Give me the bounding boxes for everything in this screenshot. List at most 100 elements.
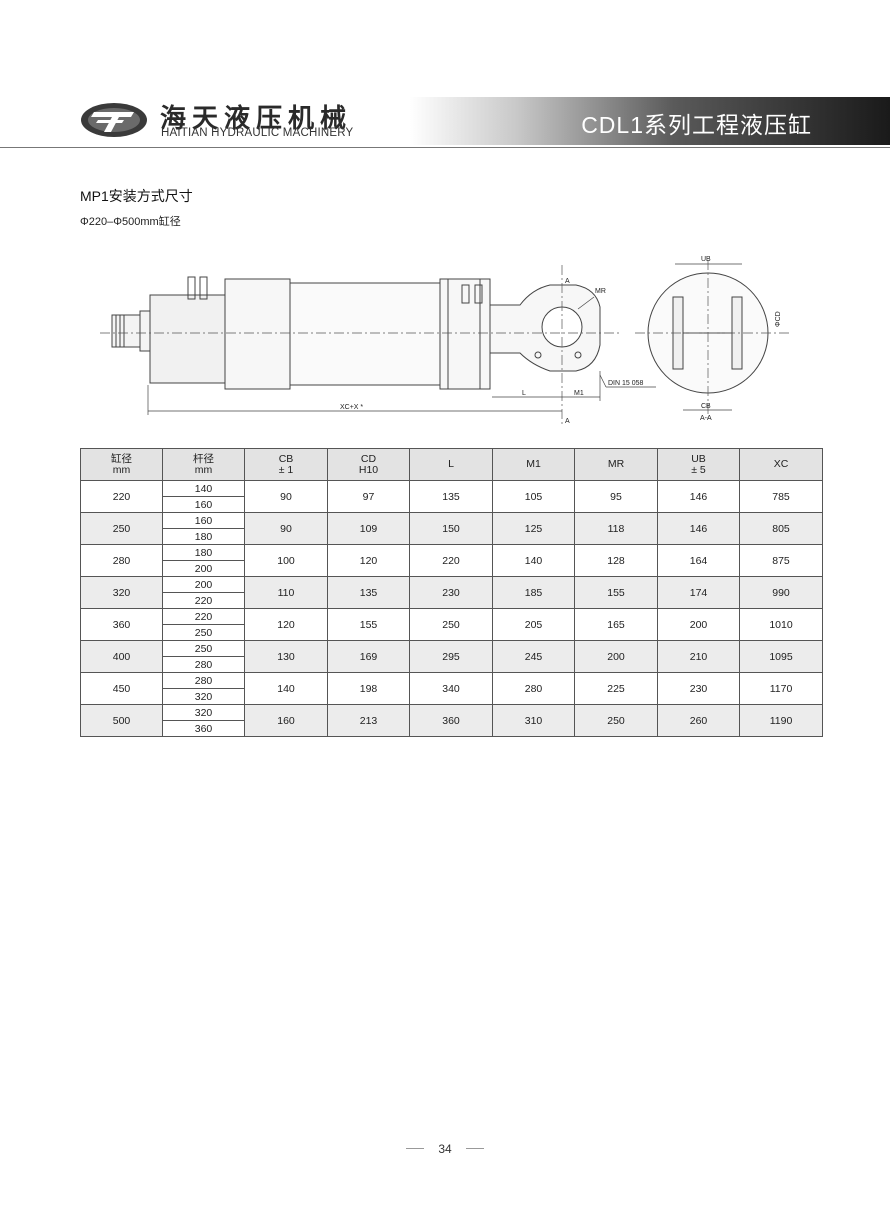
cell-mr: 250 [574,704,658,737]
cylinder-drawing: MR DIN 15 058 A A L M1 XC+X * UB CB A-A … [100,256,790,425]
cell-mr: 95 [574,480,658,513]
label-din: DIN 15 058 [608,380,644,387]
cell-xc: 1190 [739,704,823,737]
cell-ub: 146 [657,512,740,545]
table-row: 220 [81,592,823,609]
column-header-label: 杆径 [193,452,214,465]
cell-m1: 280 [492,672,575,705]
page-footer: 34 [0,1140,890,1158]
cell-l: 250 [409,608,493,641]
cell-ub: 146 [657,480,740,513]
cell-bore: 280 [80,544,163,577]
cell-rod: 160 [162,512,245,529]
cell-rod: 180 [162,544,245,561]
cell-rod: 360 [162,720,245,737]
cell-xc: 785 [739,480,823,513]
cell-ub: 200 [657,608,740,641]
cell-bore: 320 [80,576,163,609]
cell-xc: 875 [739,544,823,577]
cell-cd: 97 [327,480,410,513]
cell-rod: 250 [162,624,245,641]
cell-rod: 200 [162,560,245,577]
series-banner [410,97,890,145]
column-header-unit: mm [112,463,131,476]
cell-l: 220 [409,544,493,577]
section-title: MP1安装方式尺寸 [80,188,193,204]
table-row: 280 [81,656,823,673]
cell-m1: 125 [492,512,575,545]
column-header: UB± 5 [657,448,740,481]
cell-ub: 174 [657,576,740,609]
cell-rod: 320 [162,688,245,705]
label-ub: UB [701,256,711,263]
cell-rod: 250 [162,640,245,657]
cell-cd: 155 [327,608,410,641]
cell-rod: 220 [162,592,245,609]
column-header-label: CD [360,452,377,465]
cell-mr: 128 [574,544,658,577]
label-section-bottom: A [565,418,570,425]
cell-l: 340 [409,672,493,705]
cell-rod: 200 [162,576,245,593]
column-header-unit: ± 1 [278,463,294,476]
header-divider [0,147,890,148]
cell-bore: 400 [80,640,163,673]
cell-ub: 230 [657,672,740,705]
cell-cb: 90 [244,480,328,513]
cell-ub: 260 [657,704,740,737]
table-row: 250 [81,624,823,641]
cell-bore: 360 [80,608,163,641]
cell-cb: 130 [244,640,328,673]
cell-xc: 1010 [739,608,823,641]
column-header-unit: H10 [358,463,379,476]
column-header-label: CB [278,452,294,465]
column-header-unit: mm [194,463,213,476]
column-header-label: MR [607,458,625,470]
cell-l: 230 [409,576,493,609]
haitian-logo [81,103,147,137]
cell-l: 150 [409,512,493,545]
label-cb: CB [701,403,711,410]
cell-cb: 120 [244,608,328,641]
label-mr: MR [595,288,606,295]
label-aa: A-A [700,415,712,422]
column-header: MR [574,448,658,481]
cell-rod: 280 [162,656,245,673]
cell-mr: 118 [574,512,658,545]
cell-mr: 155 [574,576,658,609]
column-header-label: M1 [526,458,541,470]
column-header-label: L [448,458,454,470]
cell-cd: 109 [327,512,410,545]
cell-xc: 805 [739,512,823,545]
footer-dash-right [466,1148,485,1150]
label-l: L [522,390,526,397]
cell-xc: 1095 [739,640,823,673]
cell-cb: 100 [244,544,328,577]
cell-xc: 1170 [739,672,823,705]
label-m1: M1 [574,390,584,397]
table-row: 160 [81,496,823,513]
cell-rod: 140 [162,480,245,497]
cell-m1: 140 [492,544,575,577]
cell-m1: 185 [492,576,575,609]
cell-m1: 105 [492,480,575,513]
section-subtitle: Φ220–Φ500mm缸径 [80,216,181,228]
label-xc: XC+X * [340,404,363,411]
column-header: M1 [492,448,575,481]
cell-bore: 250 [80,512,163,545]
cell-m1: 310 [492,704,575,737]
cell-cd: 120 [327,544,410,577]
column-header: L [409,448,493,481]
cell-l: 360 [409,704,493,737]
cell-m1: 205 [492,608,575,641]
cell-bore: 450 [80,672,163,705]
column-header-label: UB [691,452,706,465]
